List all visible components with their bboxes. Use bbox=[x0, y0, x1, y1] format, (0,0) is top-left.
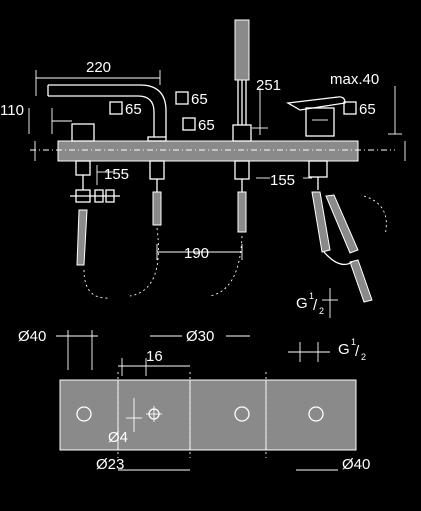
dim-dia23: Ø23 bbox=[96, 456, 190, 473]
square-65-a: 65 bbox=[109, 101, 142, 118]
hand-shower bbox=[234, 19, 250, 125]
dim-155-left: 155 bbox=[96, 165, 129, 185]
dim-155-right: 155 bbox=[256, 172, 312, 189]
square-65-d: 65 bbox=[343, 101, 376, 118]
label-190: 190 bbox=[184, 245, 209, 262]
valve-shower bbox=[232, 124, 252, 192]
valve-mixer bbox=[308, 160, 328, 190]
label-155-right: 155 bbox=[270, 172, 295, 189]
dim-110: 110 bbox=[0, 102, 72, 134]
dim-dia4: Ø4 bbox=[108, 398, 142, 446]
label-dia23: Ø23 bbox=[96, 456, 124, 473]
label-sq65-c: 65 bbox=[198, 117, 215, 134]
spout bbox=[47, 84, 167, 137]
dim-251: 251 bbox=[252, 77, 281, 135]
label-dia40-bottom: Ø40 bbox=[342, 456, 370, 473]
hole-4 bbox=[308, 406, 324, 422]
svg-text:/: / bbox=[355, 343, 360, 360]
dim-16: 16 bbox=[118, 348, 190, 376]
label-220: 220 bbox=[86, 59, 111, 76]
thread-g12-upper: G 1 / 2 bbox=[296, 288, 338, 318]
label-sq65-b: 65 bbox=[191, 91, 208, 108]
label-dia40-top: Ø40 bbox=[18, 328, 46, 345]
dim-220: 220 bbox=[35, 59, 161, 96]
hole-3 bbox=[234, 406, 250, 422]
label-max40: max.40 bbox=[330, 71, 379, 88]
dim-max40: max.40 bbox=[330, 71, 402, 135]
label-g-lower: G bbox=[338, 341, 350, 358]
thread-g12-lower: G 1 / 2 bbox=[288, 337, 366, 362]
svg-text:/: / bbox=[313, 297, 318, 314]
countertop-front bbox=[59, 372, 357, 458]
dim-dia40-top: Ø40 bbox=[18, 328, 98, 370]
dim-dia40-bottom: Ø40 bbox=[296, 456, 370, 473]
label-155-left: 155 bbox=[104, 166, 129, 183]
label-110: 110 bbox=[0, 102, 24, 119]
label-g-upper: G bbox=[296, 295, 308, 312]
square-65-b: 65 bbox=[175, 91, 208, 108]
label-g-lower-num: 1 bbox=[351, 337, 356, 347]
square-65-c: 65 bbox=[182, 117, 215, 134]
label-g-upper-den: 2 bbox=[319, 306, 324, 316]
valve-mid bbox=[147, 136, 167, 192]
hole-1 bbox=[76, 406, 92, 422]
label-sq65-d: 65 bbox=[359, 101, 376, 118]
label-dia30: Ø30 bbox=[186, 328, 214, 345]
hole-2 bbox=[146, 406, 162, 422]
dim-dia30: Ø30 bbox=[150, 328, 250, 345]
label-251: 251 bbox=[256, 77, 281, 94]
label-dia4: Ø4 bbox=[108, 429, 128, 446]
label-sq65-a: 65 bbox=[125, 101, 142, 118]
valve-left bbox=[70, 123, 120, 203]
deck-plate bbox=[30, 140, 406, 162]
label-g-upper-num: 1 bbox=[309, 291, 314, 301]
hoses bbox=[76, 191, 373, 303]
dim-190: 190 bbox=[156, 244, 243, 262]
label-g-lower-den: 2 bbox=[361, 352, 366, 362]
label-16: 16 bbox=[146, 348, 163, 365]
mixer-lever bbox=[285, 96, 346, 137]
guide-curves bbox=[83, 195, 387, 299]
